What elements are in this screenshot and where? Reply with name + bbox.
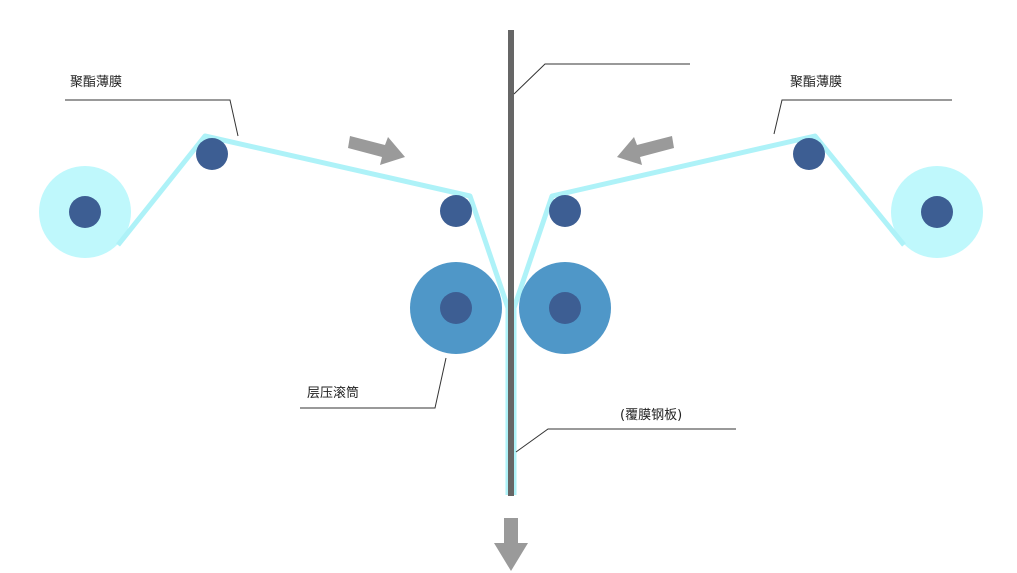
leader-coated-sheet — [515, 428, 736, 453]
right-guide-roller-upper — [793, 138, 825, 170]
label-coated-sheet: (覆膜钢板) — [620, 408, 682, 423]
right-supply-roll-core — [921, 196, 953, 228]
label-film-right: 聚酯薄膜 — [790, 75, 842, 90]
left-laminating-roller-core — [440, 292, 472, 324]
leader-steel-top — [513, 63, 690, 95]
leader-film-left — [65, 99, 239, 137]
left-guide-roller-lower — [440, 195, 472, 227]
arrow-down-right-icon — [348, 136, 405, 165]
label-film-left: 聚酯薄膜 — [70, 75, 122, 90]
leader-laminating-roller — [300, 357, 447, 409]
left-guide-roller-upper — [196, 138, 228, 170]
steel-sheet — [508, 30, 514, 496]
arrow-down-left-icon — [617, 136, 674, 165]
left-supply-roll-core — [69, 196, 101, 228]
arrow-down-icon — [494, 518, 528, 571]
right-laminating-roller-core — [549, 292, 581, 324]
right-guide-roller-lower — [549, 195, 581, 227]
leader-film-right — [773, 99, 952, 135]
label-laminating-roller: 层压滚筒 — [307, 385, 359, 401]
